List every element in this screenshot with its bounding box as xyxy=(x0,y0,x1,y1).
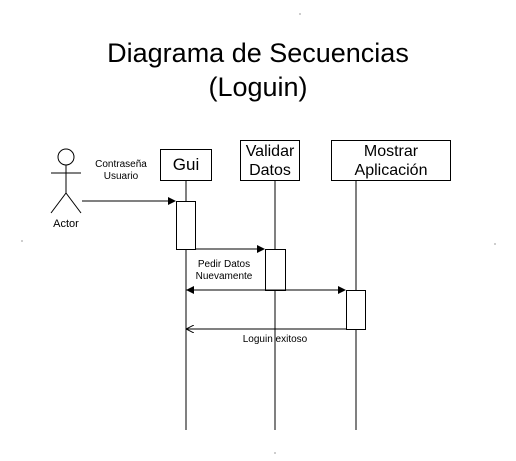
actor-head xyxy=(57,148,75,166)
actor-left-leg xyxy=(50,192,67,214)
stray-dot xyxy=(21,240,23,242)
participant-mostrar-line-1: Mostrar xyxy=(363,143,419,160)
participant-validar-line-1: Validar xyxy=(245,143,295,160)
participant-gui-label: Gui xyxy=(172,155,200,174)
participant-gui: Gui xyxy=(160,149,212,181)
participant-mostrar-line-2: Aplicación xyxy=(354,162,428,179)
message-label-login-success: Loguin exitoso xyxy=(231,334,319,346)
actor-figure xyxy=(50,148,82,214)
participant-mostrar-aplicacion: Mostrar Aplicación xyxy=(331,140,451,181)
title-line-1: Diagrama de Secuencias xyxy=(107,38,409,68)
activation-validar-datos xyxy=(265,249,286,291)
activation-gui xyxy=(176,201,196,250)
stray-dot xyxy=(274,452,276,454)
message-credentials-line-1: Contraseña xyxy=(95,159,147,170)
activation-mostrar-aplicacion xyxy=(346,290,366,330)
message-credentials-line-2: Usuario xyxy=(103,171,139,182)
message-retry-line-1: Pedir Datos xyxy=(197,259,251,270)
diagram-title: Diagrama de Secuencias (Loguin) xyxy=(0,36,516,104)
message-retry-line-2: Nuevamente xyxy=(195,271,253,282)
participant-validar-datos: Validar Datos xyxy=(240,140,300,181)
message-label-credentials: Contraseña Usuario xyxy=(86,159,156,183)
message-label-retry: Pedir Datos Nuevamente xyxy=(191,259,257,283)
participant-validar-line-2: Datos xyxy=(249,162,291,179)
stray-dot xyxy=(299,13,301,15)
actor-right-leg xyxy=(65,192,82,214)
title-line-2: (Loguin) xyxy=(208,72,308,102)
actor-label: Actor xyxy=(53,218,79,230)
stray-dot xyxy=(494,243,496,245)
message-login-success-line-1: Loguin exitoso xyxy=(242,334,308,345)
